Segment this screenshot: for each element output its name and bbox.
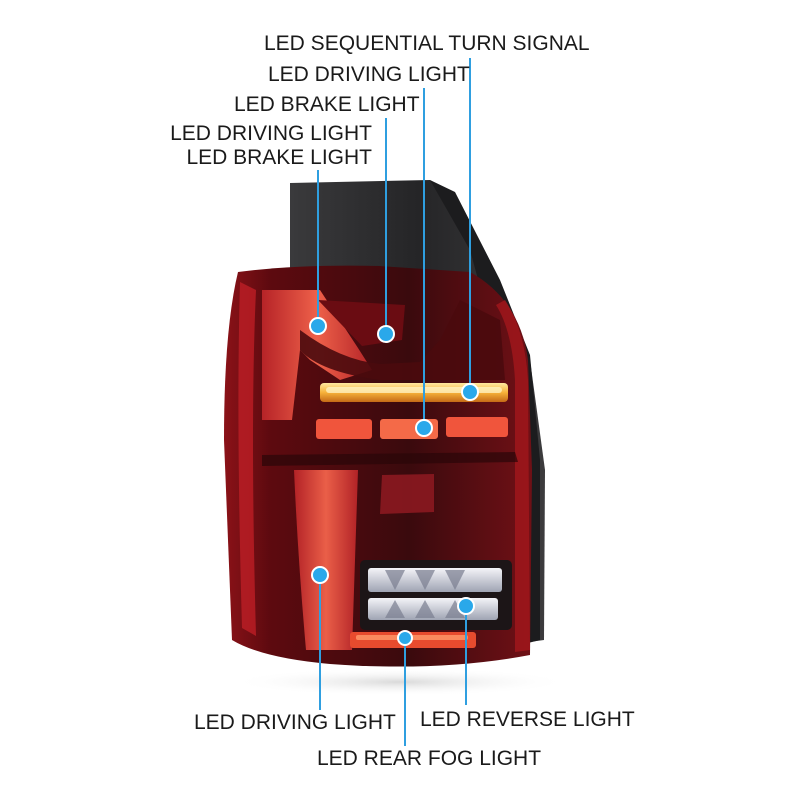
label-driving-light-top: LED DRIVING LIGHT [268,63,470,86]
label-brake-light-left: LED BRAKE LIGHT [186,146,372,169]
driving-segment-left [316,419,372,439]
leader-lines [317,58,471,746]
marker-sequential-turn [461,383,479,401]
label-driving-light-bottom: LED DRIVING LIGHT [194,711,396,734]
marker-driving-top [415,419,433,437]
upper-red-bar [300,300,505,380]
driving-segment-right [446,417,508,437]
label-sequential-turn-signal: LED SEQUENTIAL TURN SIGNAL [264,32,590,55]
marker-driving-bottom [311,566,329,584]
lens-right-edge [496,300,530,652]
lower-driving-bar [294,470,358,650]
floor-reflection [230,668,570,696]
label-reverse-light: LED REVERSE LIGHT [420,708,635,731]
marker-reverse [457,597,475,615]
lens-edge-highlight [238,282,256,636]
label-brake-light-top: LED BRAKE LIGHT [234,93,420,116]
marker-driving-brake-left [309,317,327,335]
label-rear-fog-light: LED REAR FOG LIGHT [317,747,542,770]
lower-red-block [380,474,434,514]
marker-rear-fog [397,630,413,646]
lens-separator [262,452,518,466]
label-driving-light-left: LED DRIVING LIGHT [170,122,372,145]
marker-brake-top [377,325,395,343]
callout-markers [309,317,479,646]
